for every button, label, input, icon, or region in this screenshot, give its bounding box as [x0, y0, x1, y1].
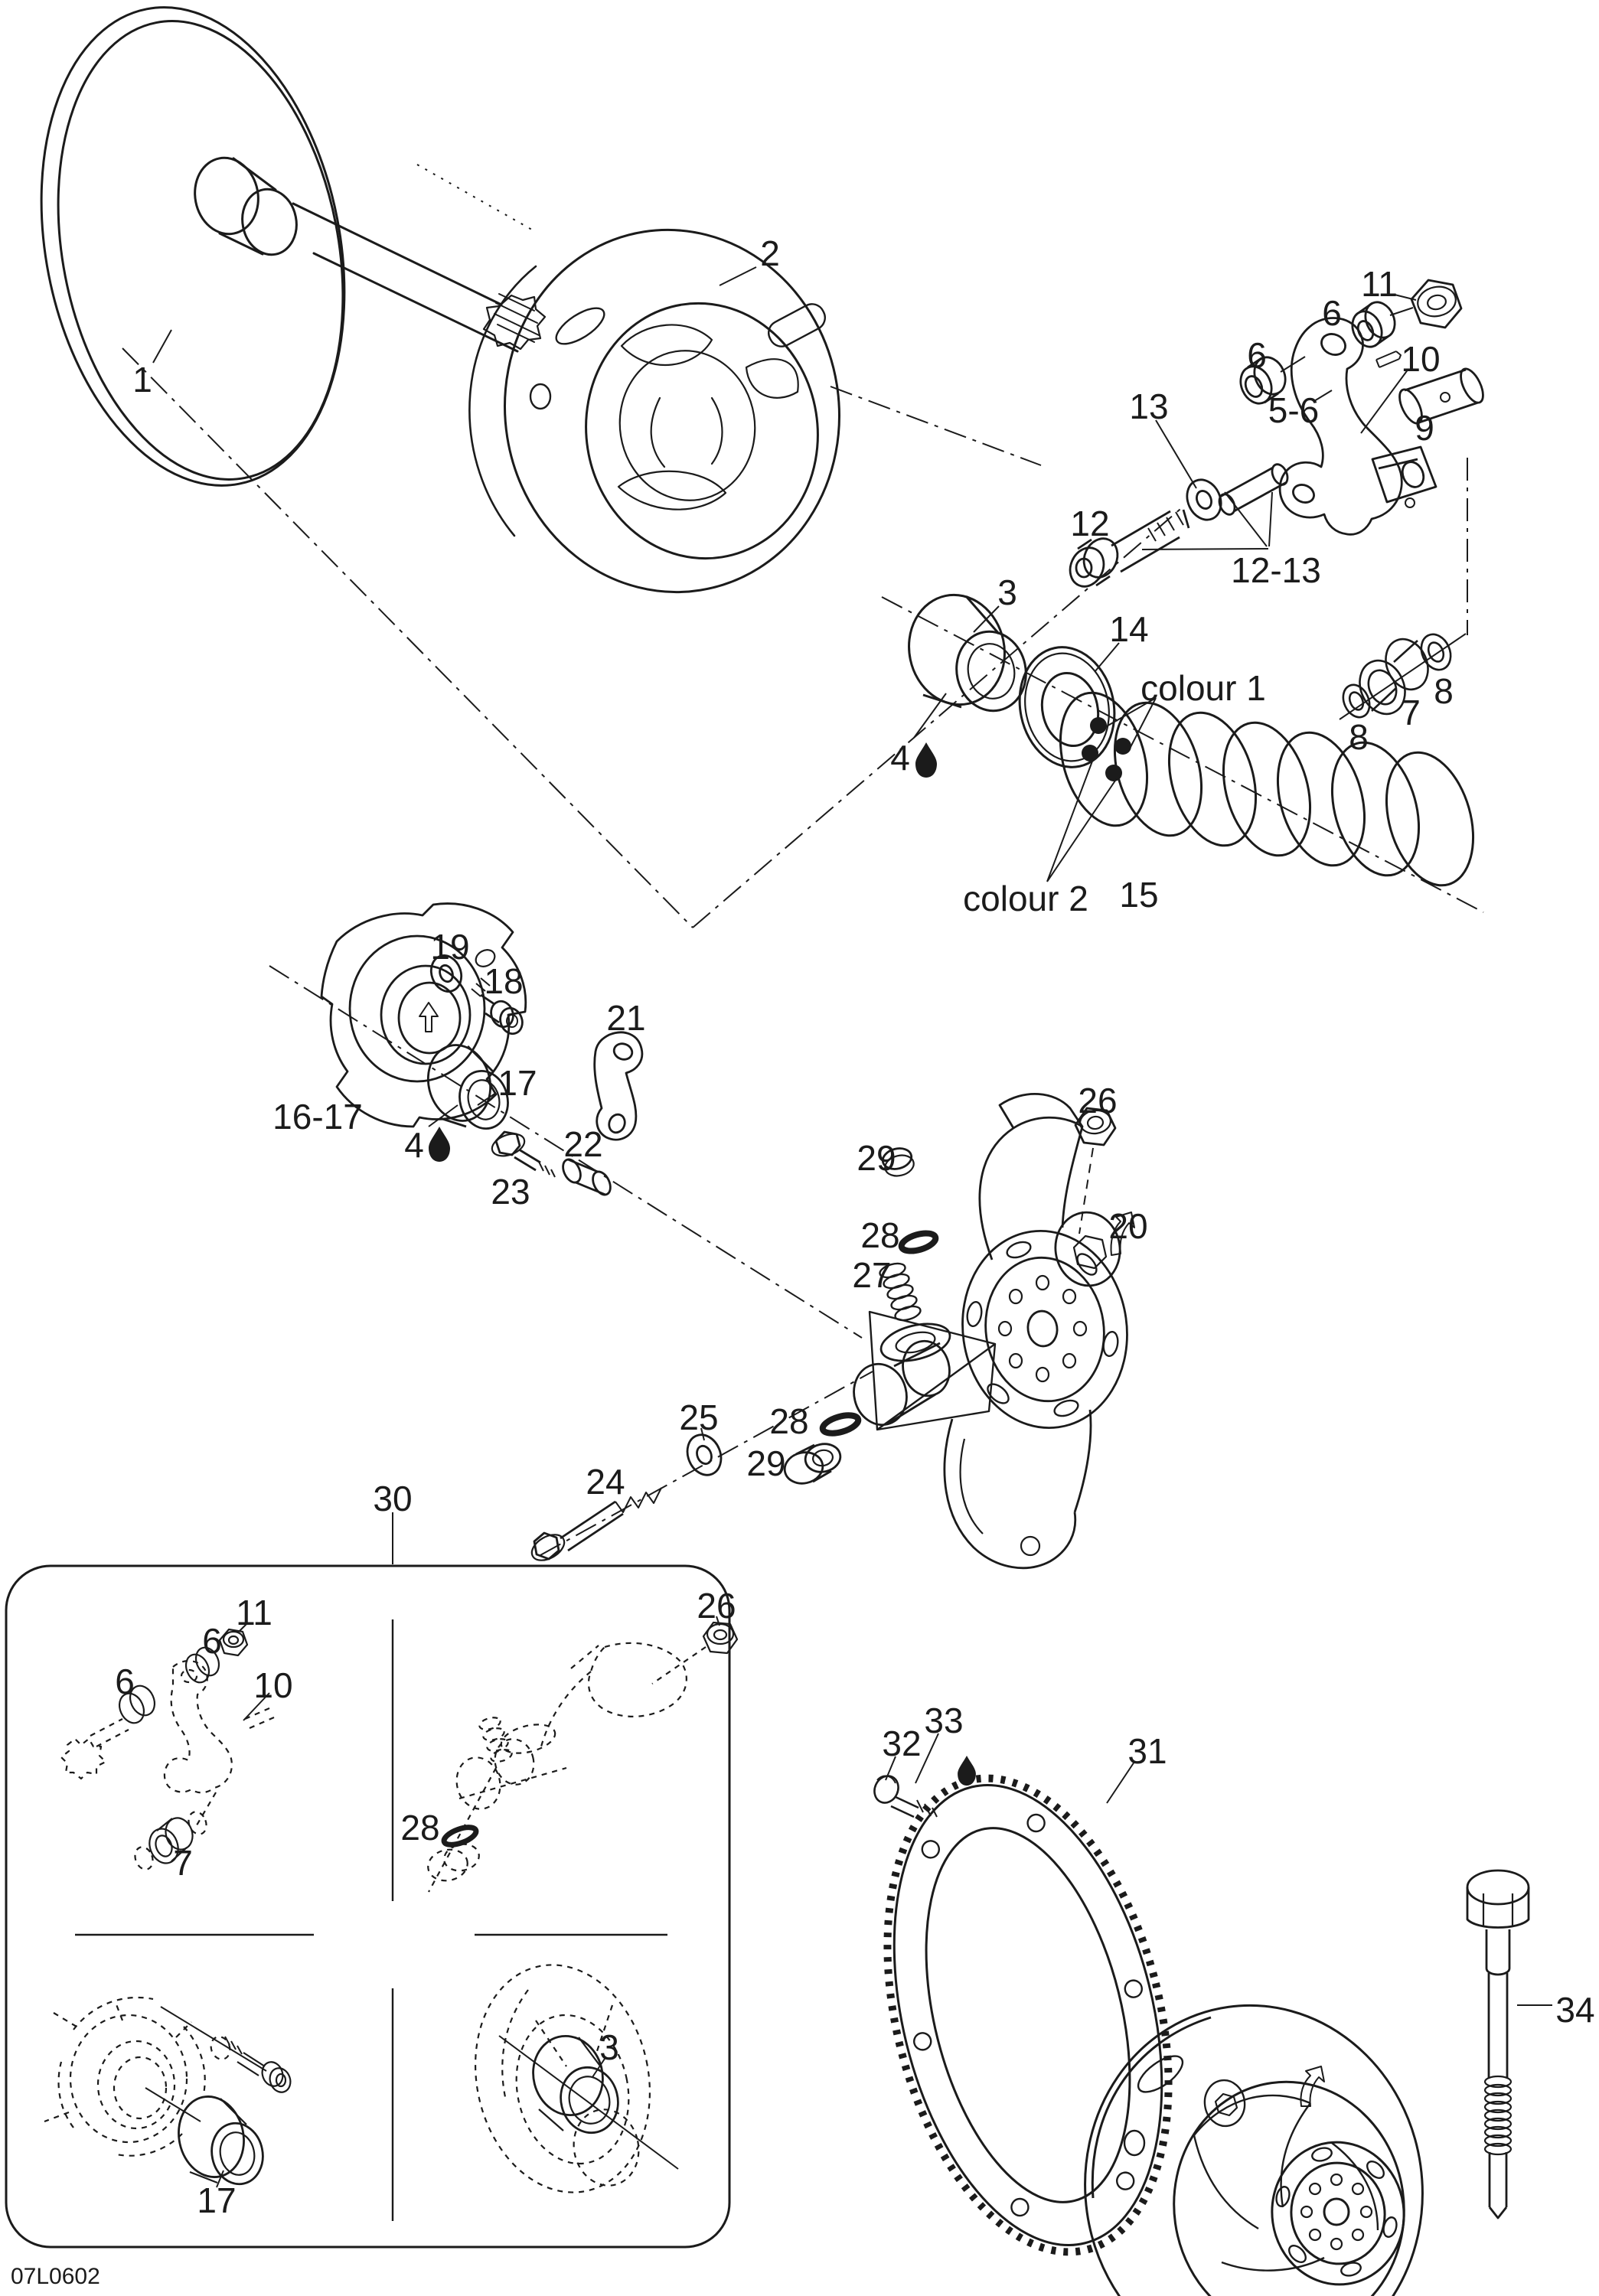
callout-11b: 11 — [236, 1593, 272, 1632]
colour-band-dot-icon — [1105, 765, 1122, 781]
inset-hub-detail — [44, 1996, 292, 2186]
part-14-washer-drawing — [1018, 646, 1116, 768]
part-3-bushing-drawing — [908, 593, 1027, 713]
colour-band-dot-icon — [1114, 738, 1131, 755]
callout-6b: 6 — [1322, 293, 1342, 333]
callout-32: 32 — [882, 1724, 921, 1763]
part-15-spring-drawing — [1059, 691, 1475, 887]
callout-22: 22 — [563, 1124, 602, 1164]
part-2-drum-drawing — [468, 228, 840, 594]
callout-3b: 3 — [599, 2027, 619, 2067]
callout-12: 12 — [1070, 504, 1109, 543]
label-colour-1: colour 1 — [1141, 668, 1266, 708]
callout-14: 14 — [1109, 609, 1148, 649]
callout-6a: 6 — [1247, 335, 1267, 375]
colour-band-dots — [1082, 717, 1131, 781]
callout-labels: 1 2 3 4 14 12 13 12-13 5-6 6 6 11 10 9 8… — [115, 233, 1594, 2220]
callout-7a: 7 — [1401, 693, 1421, 732]
callout-27: 27 — [852, 1255, 891, 1295]
callout-28b: 28 — [769, 1401, 808, 1441]
callout-2: 2 — [760, 233, 780, 273]
callout-17a: 17 — [498, 1063, 537, 1103]
oil-droplet-icon — [958, 1756, 976, 1786]
callout-15: 15 — [1119, 875, 1158, 915]
leader-lines — [152, 266, 1552, 2188]
callout-17b: 17 — [197, 2180, 236, 2220]
inset-pulley-detail — [474, 1964, 679, 2193]
colour-band-dot-icon — [1082, 745, 1098, 762]
bolt-34-drawing — [1466, 1869, 1530, 2219]
oil-droplet-icon — [429, 1127, 450, 1162]
callout-28a: 28 — [860, 1215, 899, 1255]
callout-16-17: 16-17 — [272, 1097, 363, 1137]
callout-24: 24 — [586, 1462, 625, 1502]
callout-7b: 7 — [173, 1843, 193, 1883]
callout-34: 34 — [1555, 1990, 1594, 2030]
callout-10b: 10 — [253, 1665, 292, 1705]
spider-20-assembly-drawing — [530, 1092, 1135, 1570]
callout-26a: 26 — [1078, 1081, 1117, 1120]
drawing-code: 07L0602 — [11, 2264, 100, 2289]
callout-8b: 8 — [1349, 717, 1369, 757]
callout-13: 13 — [1129, 386, 1168, 426]
callout-26b: 26 — [697, 1586, 736, 1626]
callout-8a: 8 — [1434, 671, 1454, 711]
callout-31: 31 — [1127, 1731, 1167, 1771]
callout-20: 20 — [1108, 1206, 1147, 1246]
inset-rocker-detail — [427, 1621, 739, 1893]
colour-band-dot-icon — [1090, 717, 1107, 734]
callout-12-13: 12-13 — [1231, 550, 1321, 590]
callout-9: 9 — [1415, 408, 1434, 448]
callout-6d: 6 — [115, 1662, 135, 1701]
callout-29b: 29 — [746, 1443, 785, 1483]
lever-assembly-drawing — [1069, 279, 1484, 588]
lever-21-assembly-drawing — [491, 1031, 644, 1196]
callout-3: 3 — [997, 572, 1017, 612]
callout-5-6: 5-6 — [1268, 390, 1319, 430]
callout-6c: 6 — [202, 1621, 222, 1661]
callout-25: 25 — [679, 1397, 718, 1437]
parts-8-7-8-drawing — [1342, 633, 1452, 719]
oil-droplet-icons — [429, 742, 976, 1786]
inset-box-30 — [5, 1564, 739, 2249]
callout-10: 10 — [1401, 339, 1440, 379]
callout-4: 4 — [890, 738, 910, 778]
callout-21: 21 — [606, 998, 645, 1038]
callout-29a: 29 — [857, 1138, 896, 1178]
callout-11: 11 — [1361, 264, 1398, 304]
callout-28c: 28 — [400, 1808, 439, 1848]
oil-droplet-icon — [915, 742, 937, 778]
ring-gear-group — [873, 1774, 1173, 2256]
callout-4b: 4 — [404, 1125, 424, 1165]
inset-lever-detail — [60, 1628, 275, 1870]
label-colour-2: colour 2 — [963, 879, 1088, 918]
callout-19: 19 — [430, 927, 469, 967]
callout-18: 18 — [484, 961, 523, 1001]
assembled-pulley-drawing — [1084, 2004, 1424, 2296]
hub-16-17-assembly-drawing — [320, 902, 527, 1130]
callout-23: 23 — [491, 1172, 530, 1212]
part-1-sheave-drawing — [40, 6, 547, 487]
callout-1: 1 — [132, 360, 152, 400]
callout-33: 33 — [924, 1701, 963, 1740]
callout-30: 30 — [373, 1479, 412, 1518]
